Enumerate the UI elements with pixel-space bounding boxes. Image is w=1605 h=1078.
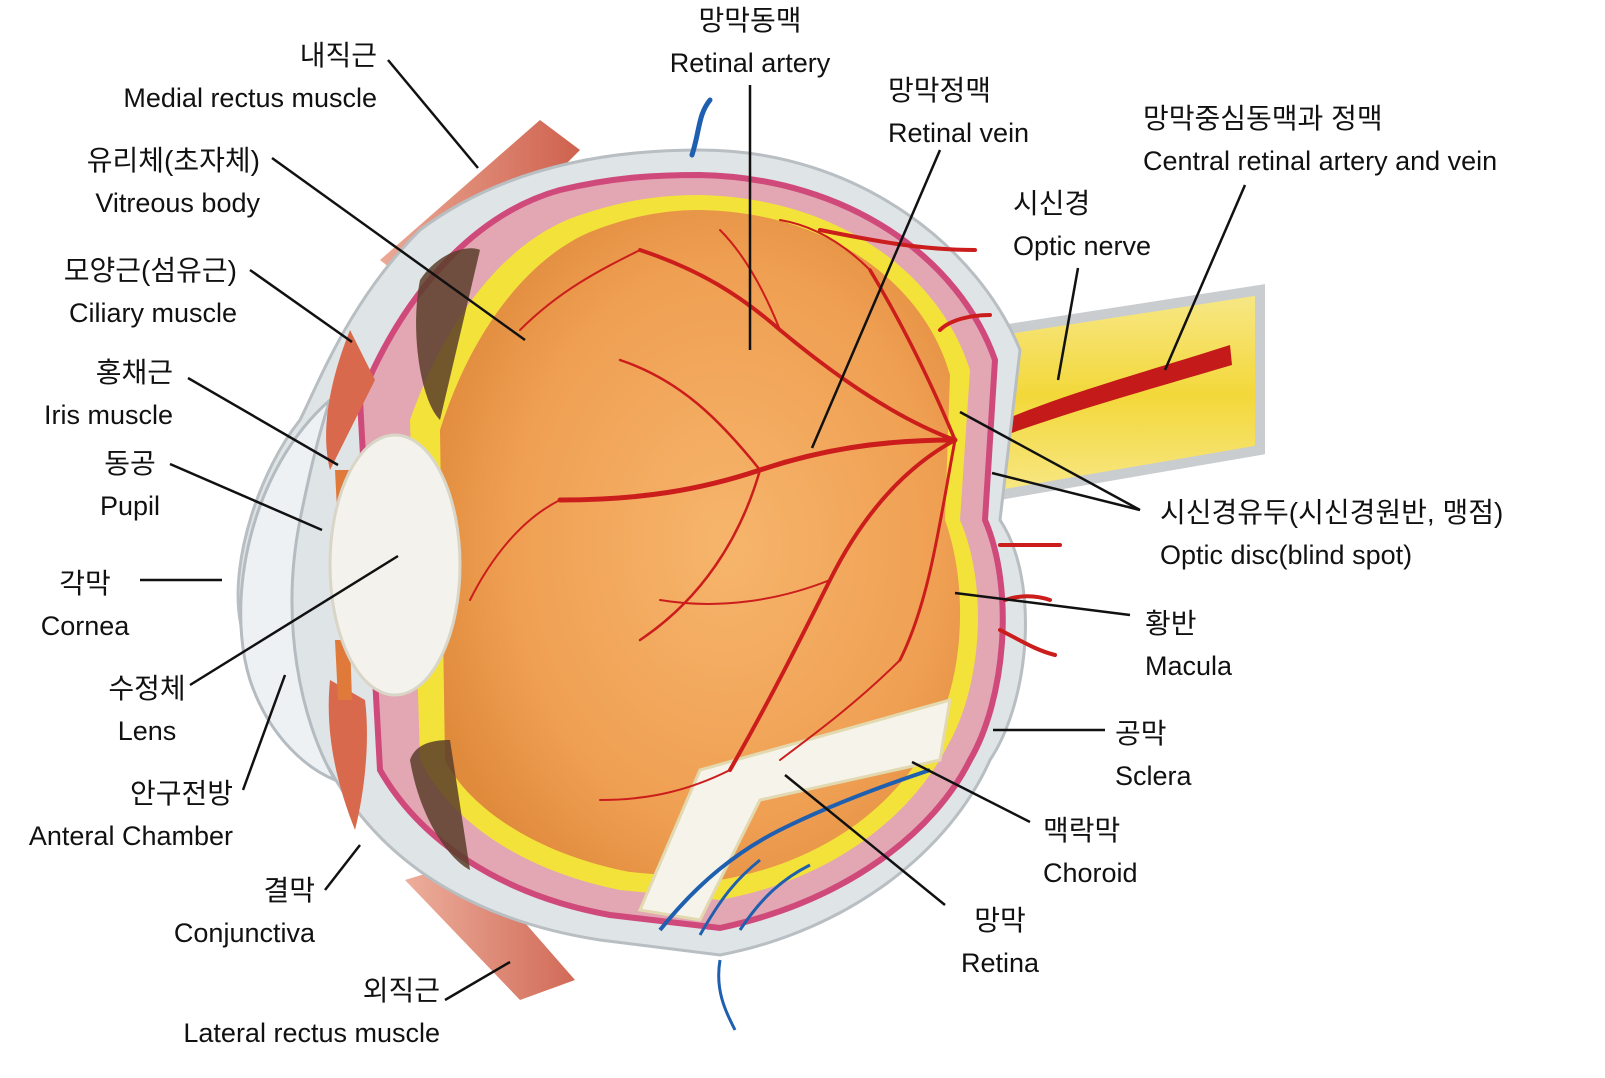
- label-vitreous-body: 유리체(초자체) Vitreous body: [87, 145, 260, 219]
- label-retina: 망막 Retina: [950, 905, 1050, 979]
- lens: [330, 435, 460, 695]
- label-optic-nerve: 시신경 Optic nerve: [1013, 188, 1151, 262]
- label-sclera: 공막 Sclera: [1115, 718, 1192, 792]
- label-lateral-rectus-muscle: 외직근 Lateral rectus muscle: [183, 975, 440, 1049]
- label-medial-rectus-muscle: 내직근 Medial rectus muscle: [123, 40, 377, 114]
- label-ciliary-muscle: 모양근(섬유근) Ciliary muscle: [64, 255, 237, 329]
- external-blue-vessel: [692, 100, 710, 155]
- label-retinal-artery: 망막동맥 Retinal artery: [655, 5, 845, 79]
- label-pupil: 동공 Pupil: [80, 448, 180, 522]
- label-lens: 수정체 Lens: [92, 673, 202, 747]
- label-anterior-chamber: 안구전방 Anteral Chamber: [29, 778, 233, 852]
- label-cornea: 각막 Cornea: [30, 568, 140, 642]
- label-optic-disc: 시신경유두(시신경원반, 맹점) Optic disc(blind spot): [1160, 497, 1503, 571]
- label-central-retinal-artery-vein: 망막중심동맥과 정맥 Central retinal artery and ve…: [1143, 103, 1497, 177]
- label-macula: 황반 Macula: [1145, 608, 1232, 682]
- label-choroid: 맥락막 Choroid: [1043, 815, 1138, 889]
- label-conjunctiva: 결막 Conjunctiva: [174, 875, 315, 949]
- label-iris-muscle: 홍채근 Iris muscle: [44, 357, 173, 431]
- label-retinal-vein: 망막정맥 Retinal vein: [888, 75, 1029, 149]
